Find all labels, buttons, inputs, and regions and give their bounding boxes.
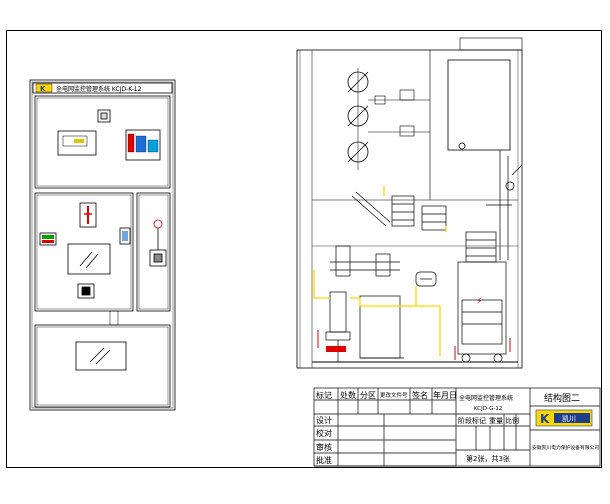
role-approve: 批准	[316, 455, 332, 465]
rev-header-zone: 分区	[360, 391, 376, 400]
sheet-info: 第2张，共3张	[466, 454, 510, 463]
company-logo-text: 凯川	[562, 414, 576, 423]
rev-header-mark: 标记	[316, 390, 332, 400]
ground-indicator	[39, 232, 57, 246]
cabinet-logo-mark: K	[40, 85, 46, 93]
title-block	[313, 387, 601, 467]
cable-terminal	[325, 291, 404, 362]
title-block-outline	[313, 387, 601, 467]
cabinet-front-view: K 全电网监控管理系统 KCJD-K-12	[29, 79, 176, 411]
pressure-relief-cap	[459, 37, 523, 51]
cabinet-logo	[35, 83, 53, 93]
busbar-bushings	[347, 68, 369, 170]
isolating-contacts	[351, 191, 447, 231]
door-handle	[119, 227, 131, 245]
indicator-light	[97, 109, 111, 123]
relay-compartment	[34, 95, 171, 189]
rev-header-signature: 签名	[412, 390, 428, 400]
post-insulators	[368, 89, 430, 137]
breaker-position-mark: ⚡	[476, 297, 482, 307]
rev-header-date: 年月日	[433, 390, 457, 400]
vacuum-circuit-breaker: ⚡	[452, 231, 512, 363]
section-outline	[296, 49, 523, 369]
cabinet-section-view: ⚡	[296, 37, 523, 369]
cable-compartment-door	[34, 324, 171, 408]
title-block-text: 标记 处数 分区 更改文件号 签名 年月日 全电网监控管理系统 KCJD-G-1…	[316, 390, 599, 465]
company-logo-mark: K	[540, 412, 550, 426]
weight-label: 重量	[489, 417, 503, 425]
operating-mechanism-linkage	[486, 150, 523, 260]
drawing-frame	[6, 30, 602, 468]
role-design: 设计	[316, 415, 332, 425]
earthing-switch-handle	[149, 219, 167, 267]
breaker-operation-slot	[77, 283, 95, 299]
breaker-compartment-door	[34, 192, 134, 312]
scale-label: 比例	[505, 416, 519, 425]
system-model: KCJD-G-12	[474, 406, 502, 412]
cabinet-header-label: 全电网监控管理系统 KCJD-K-12	[56, 85, 142, 93]
interlock-indicator	[79, 202, 97, 228]
current-transformers	[330, 245, 400, 277]
interlock-markers	[317, 330, 511, 360]
company-name: 安徽凯川电力保护设备有限公司	[532, 444, 599, 451]
control-switch-panel	[125, 129, 161, 161]
rev-header-count: 处数	[340, 390, 356, 400]
role-review: 审核	[316, 442, 332, 452]
stage-label: 阶段标记	[458, 416, 486, 425]
cabinet-outline	[29, 79, 176, 411]
company-logo: K 凯川	[535, 409, 593, 427]
rev-header-change-doc: 更改文件号	[380, 391, 408, 399]
role-check: 校对	[316, 428, 332, 438]
cabinet-header-strip	[32, 82, 173, 94]
cable-observation-window	[75, 341, 127, 371]
system-name: 全电网监控管理系统	[459, 394, 513, 402]
secondary-plug	[415, 271, 437, 287]
busbar-wiring	[313, 186, 447, 356]
earthing-switch-panel	[136, 192, 171, 312]
drawing-title: 结构图二	[544, 392, 580, 404]
relay-instrument-box	[447, 59, 511, 151]
protection-relay	[57, 130, 97, 156]
observation-window	[67, 243, 111, 275]
